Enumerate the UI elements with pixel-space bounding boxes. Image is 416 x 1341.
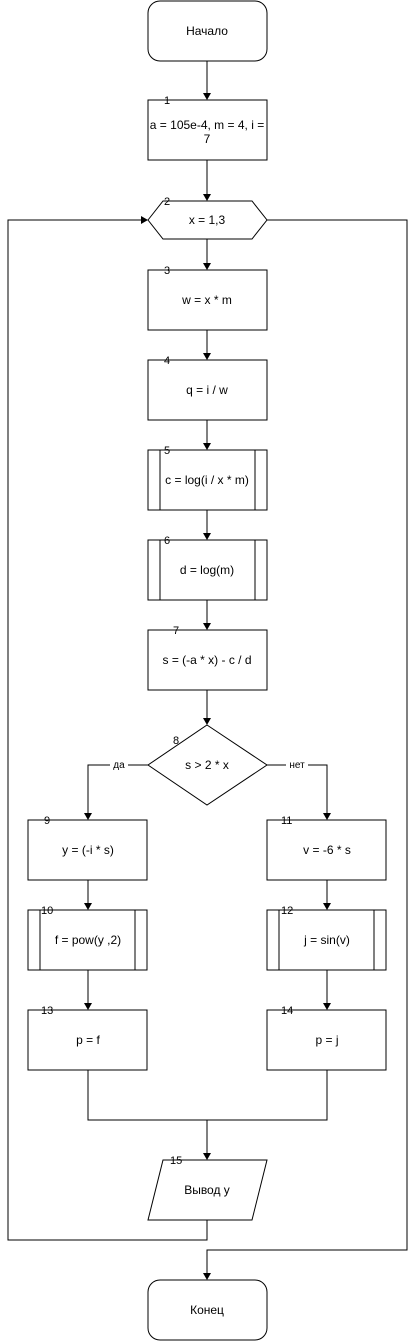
branch-yes-label: да bbox=[113, 760, 125, 771]
node-1-label-line2: 7 bbox=[204, 132, 211, 146]
subroutine-box-10 bbox=[27, 909, 148, 971]
arrowhead-6 bbox=[203, 533, 211, 540]
node-12-label: j = sin(v) bbox=[303, 933, 350, 947]
node-8-label: s > 2 * x bbox=[185, 758, 229, 772]
node-1-number: 1 bbox=[164, 95, 170, 107]
node-9-number: 9 bbox=[44, 815, 50, 827]
node-13-label: p = f bbox=[76, 1033, 100, 1047]
node-start: Начало bbox=[147, 0, 268, 62]
node-2-number: 2 bbox=[164, 196, 170, 208]
start-terminator bbox=[147, 0, 268, 62]
node-4-label: q = i / w bbox=[186, 383, 228, 397]
node-15-number: 15 bbox=[170, 1155, 182, 1167]
node-6-number: 6 bbox=[164, 535, 170, 547]
arrowhead-7 bbox=[203, 623, 211, 630]
edge-loop-exit bbox=[206, 219, 408, 1274]
process-box-13 bbox=[27, 1009, 148, 1071]
node-13: p = f 13 bbox=[27, 1005, 148, 1071]
node-3: w = x * m 3 bbox=[147, 265, 268, 331]
node-5-label: c = log(i / x * m) bbox=[165, 473, 249, 487]
arrowhead-loop bbox=[141, 216, 148, 224]
node-15-label: Вывод y bbox=[184, 1183, 230, 1197]
node-8: s > 2 * x 8 да нет bbox=[110, 724, 308, 806]
node-11: v = -6 * s 11 bbox=[266, 815, 387, 881]
edge-8-11-no bbox=[267, 764, 328, 814]
arrowhead-10 bbox=[84, 903, 92, 910]
node-12-number: 12 bbox=[281, 905, 293, 917]
process-box-4 bbox=[147, 359, 268, 421]
subroutine-box-12 bbox=[266, 909, 387, 971]
process-box-11 bbox=[266, 819, 387, 881]
node-4: q = i / w 4 bbox=[147, 355, 268, 421]
node-10: f = pow(y ,2) 10 bbox=[27, 905, 148, 971]
connectors bbox=[7, 61, 408, 1274]
process-box-7 bbox=[147, 629, 268, 691]
node-8-number: 8 bbox=[173, 735, 179, 747]
edge-loop-back bbox=[7, 219, 208, 1241]
arrowhead-4 bbox=[203, 353, 211, 360]
branch-no-label: нет bbox=[289, 760, 305, 771]
node-11-number: 11 bbox=[281, 815, 292, 827]
loop-hexagon-2 bbox=[147, 200, 268, 240]
node-5-number: 5 bbox=[164, 445, 170, 457]
process-box-1 bbox=[147, 99, 268, 161]
edge-merge bbox=[87, 1070, 328, 1121]
arrowhead-8 bbox=[203, 718, 211, 725]
node-7-number: 7 bbox=[173, 625, 179, 637]
node-9-label: y = (-i * s) bbox=[62, 843, 114, 857]
node-6: d = log(m) 6 bbox=[147, 535, 268, 601]
node-12: j = sin(v) 12 bbox=[266, 905, 387, 971]
end-terminator bbox=[147, 1279, 268, 1341]
node-2-label: x = 1,3 bbox=[189, 213, 226, 227]
arrowhead-5 bbox=[203, 443, 211, 450]
node-6-label: d = log(m) bbox=[180, 563, 234, 577]
process-box-14 bbox=[266, 1009, 387, 1071]
arrowhead-1 bbox=[203, 93, 211, 100]
arrowhead-12 bbox=[323, 903, 331, 910]
node-3-number: 3 bbox=[164, 265, 170, 277]
node-end: Конец bbox=[147, 1279, 268, 1341]
node-11-label: v = -6 * s bbox=[303, 843, 351, 857]
node-14: p = j 14 bbox=[266, 1005, 387, 1071]
start-label: Начало bbox=[186, 24, 228, 38]
arrowhead-end bbox=[203, 1273, 211, 1280]
arrowhead-14 bbox=[323, 1003, 331, 1010]
arrowhead-15 bbox=[203, 1153, 211, 1160]
process-box-9 bbox=[27, 819, 148, 881]
node-14-number: 14 bbox=[281, 1005, 293, 1017]
node-15: Вывод y 15 bbox=[147, 1155, 268, 1221]
node-7: s = (-a * x) - c / d 7 bbox=[147, 625, 268, 691]
subroutine-box-5 bbox=[147, 449, 268, 511]
arrowhead-3 bbox=[203, 263, 211, 270]
arrowhead-13 bbox=[84, 1003, 92, 1010]
arrowhead-9 bbox=[84, 813, 92, 820]
arrowheads bbox=[84, 93, 331, 1280]
subroutine-box-6 bbox=[147, 539, 268, 601]
node-14-label: p = j bbox=[315, 1033, 338, 1047]
process-box-3 bbox=[147, 269, 268, 331]
node-5: c = log(i / x * m) 5 bbox=[147, 445, 268, 511]
node-7-label: s = (-a * x) - c / d bbox=[162, 653, 251, 667]
end-label: Конец bbox=[190, 1303, 224, 1317]
decision-diamond-8 bbox=[147, 724, 268, 806]
arrowhead-2 bbox=[203, 194, 211, 201]
node-10-number: 10 bbox=[41, 905, 53, 917]
node-13-number: 13 bbox=[41, 1005, 53, 1017]
node-1-label-line1: a = 105e-4, m = 4, i = bbox=[150, 118, 264, 132]
node-4-number: 4 bbox=[164, 355, 170, 367]
arrowhead-11 bbox=[323, 813, 331, 820]
node-3-label: w = x * m bbox=[181, 293, 232, 307]
edge-8-9-yes bbox=[87, 764, 148, 814]
node-10-label: f = pow(y ,2) bbox=[55, 933, 121, 947]
output-parallelogram-15 bbox=[147, 1159, 268, 1221]
node-2: x = 1,3 2 bbox=[147, 196, 268, 240]
node-9: y = (-i * s) 9 bbox=[27, 815, 148, 881]
node-1: a = 105e-4, m = 4, i = 7 1 bbox=[147, 95, 268, 161]
